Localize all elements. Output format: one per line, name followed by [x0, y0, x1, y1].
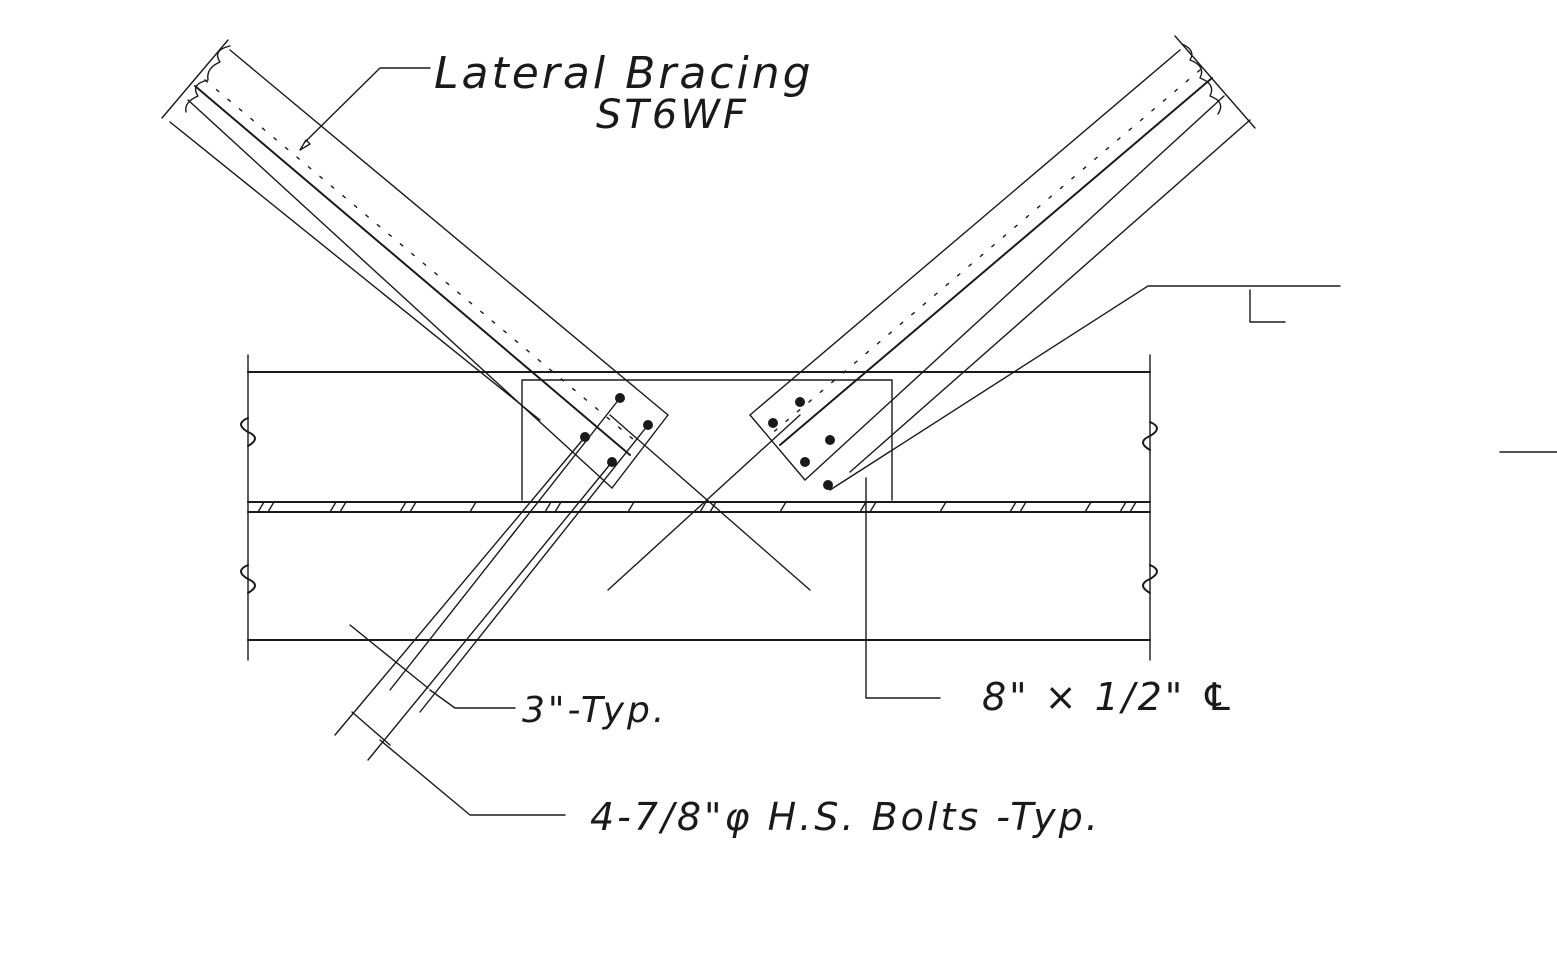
bolt-icon	[768, 418, 778, 428]
left-member-break-symbol	[185, 45, 231, 113]
bolt-icon	[800, 457, 810, 467]
hatch-marks	[257, 501, 1137, 513]
bolt-extension-lines	[334, 397, 649, 761]
leader-plate	[829, 285, 1341, 699]
leader-lateral-bracing	[299, 67, 431, 151]
beam-elevation	[240, 354, 1158, 661]
bolt-icon	[823, 480, 833, 490]
bolts-label: 4-7/8"φ H.S. Bolts -Typ.	[590, 795, 1101, 839]
gusset-plate	[521, 379, 893, 501]
break-symbol-lower-left	[240, 564, 256, 594]
spacing-label: 3"-Typ.	[522, 690, 667, 731]
work-point-lines	[607, 414, 811, 591]
bolt-group-left	[580, 393, 653, 467]
left-bracing-member	[161, 39, 669, 489]
break-symbol-lower-right	[1142, 564, 1158, 594]
bracing-label-line1: Lateral Bracing	[434, 48, 814, 99]
plate-label: 8" × 1/2" ℄	[982, 675, 1237, 719]
bolt-icon	[825, 435, 835, 445]
bolt-icon	[795, 397, 805, 407]
leader-spacing	[429, 689, 516, 709]
leader-bolts	[379, 739, 566, 816]
break-symbol-upper-right	[1142, 421, 1158, 451]
break-symbol-upper-left	[240, 417, 256, 447]
right-bracing-member	[749, 35, 1256, 481]
bolt-group-right	[768, 397, 835, 490]
bracing-label-line2: ST6WF	[596, 92, 749, 138]
